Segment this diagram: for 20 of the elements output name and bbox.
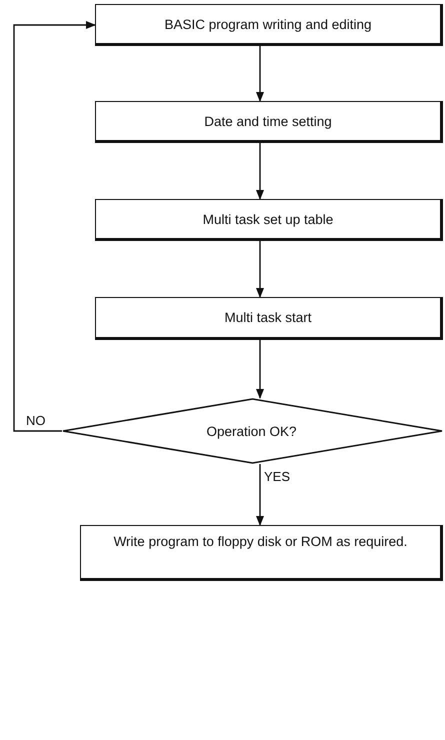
arrow [256,46,264,102]
node-text: BASIC program writing and editing [164,16,372,32]
arrow [256,241,264,298]
output-box [80,525,443,581]
node-text: Multi task set up table [202,212,334,226]
node-text: Write program to floppy disk or ROM as required. [112,534,408,550]
node-text: Multi task start [224,310,312,325]
arrow [13,21,96,432]
arrow [256,143,264,200]
decision-diamond [62,398,443,464]
process-box [95,101,443,143]
node-text: Operation OK? [206,424,297,438]
process-box [95,199,443,241]
edge-label: YES [263,470,292,484]
node-text: Date and time setting [204,114,332,128]
process-box [95,4,443,46]
process-box [95,297,443,340]
edge-label: NO [25,414,46,428]
arrow [256,464,264,526]
arrow [256,340,264,399]
